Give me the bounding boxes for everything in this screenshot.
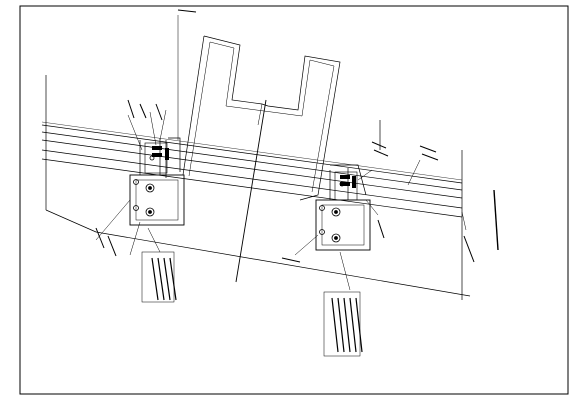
section-geometry — [41, 35, 471, 357]
label-marks — [95, 9, 475, 263]
title-mark — [493, 189, 499, 251]
spec-marks-right — [331, 297, 363, 353]
seal-details — [152, 146, 356, 188]
fastener-symbols — [133, 155, 345, 243]
drawing-border — [19, 5, 569, 395]
leader-lines — [95, 15, 467, 291]
spec-marks-left — [151, 257, 177, 301]
